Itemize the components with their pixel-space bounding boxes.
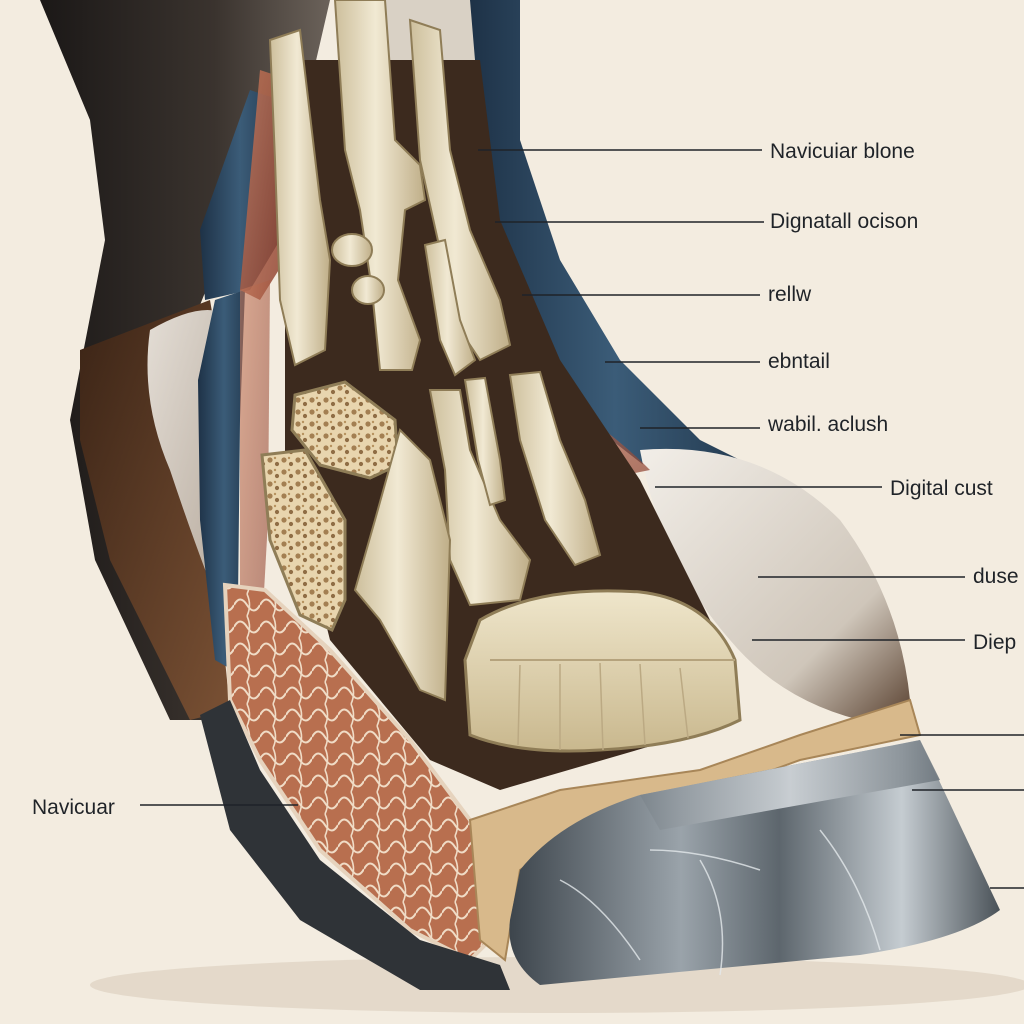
- label-navicular-bone: Navicuiar blone: [770, 140, 915, 163]
- label-wabil-aclush: wabil. aclush: [768, 413, 889, 436]
- label-duse: duse: [973, 565, 1019, 588]
- label-diep: Diep: [973, 631, 1017, 654]
- label-navicuar: Navicuar: [32, 796, 115, 819]
- label-digital-cushion: Digital cust: [890, 477, 993, 500]
- label-rellw: rellw: [768, 283, 812, 306]
- label-ebntail: ebntail: [768, 350, 830, 373]
- label-digital-occision: Dignatall ocison: [770, 210, 919, 233]
